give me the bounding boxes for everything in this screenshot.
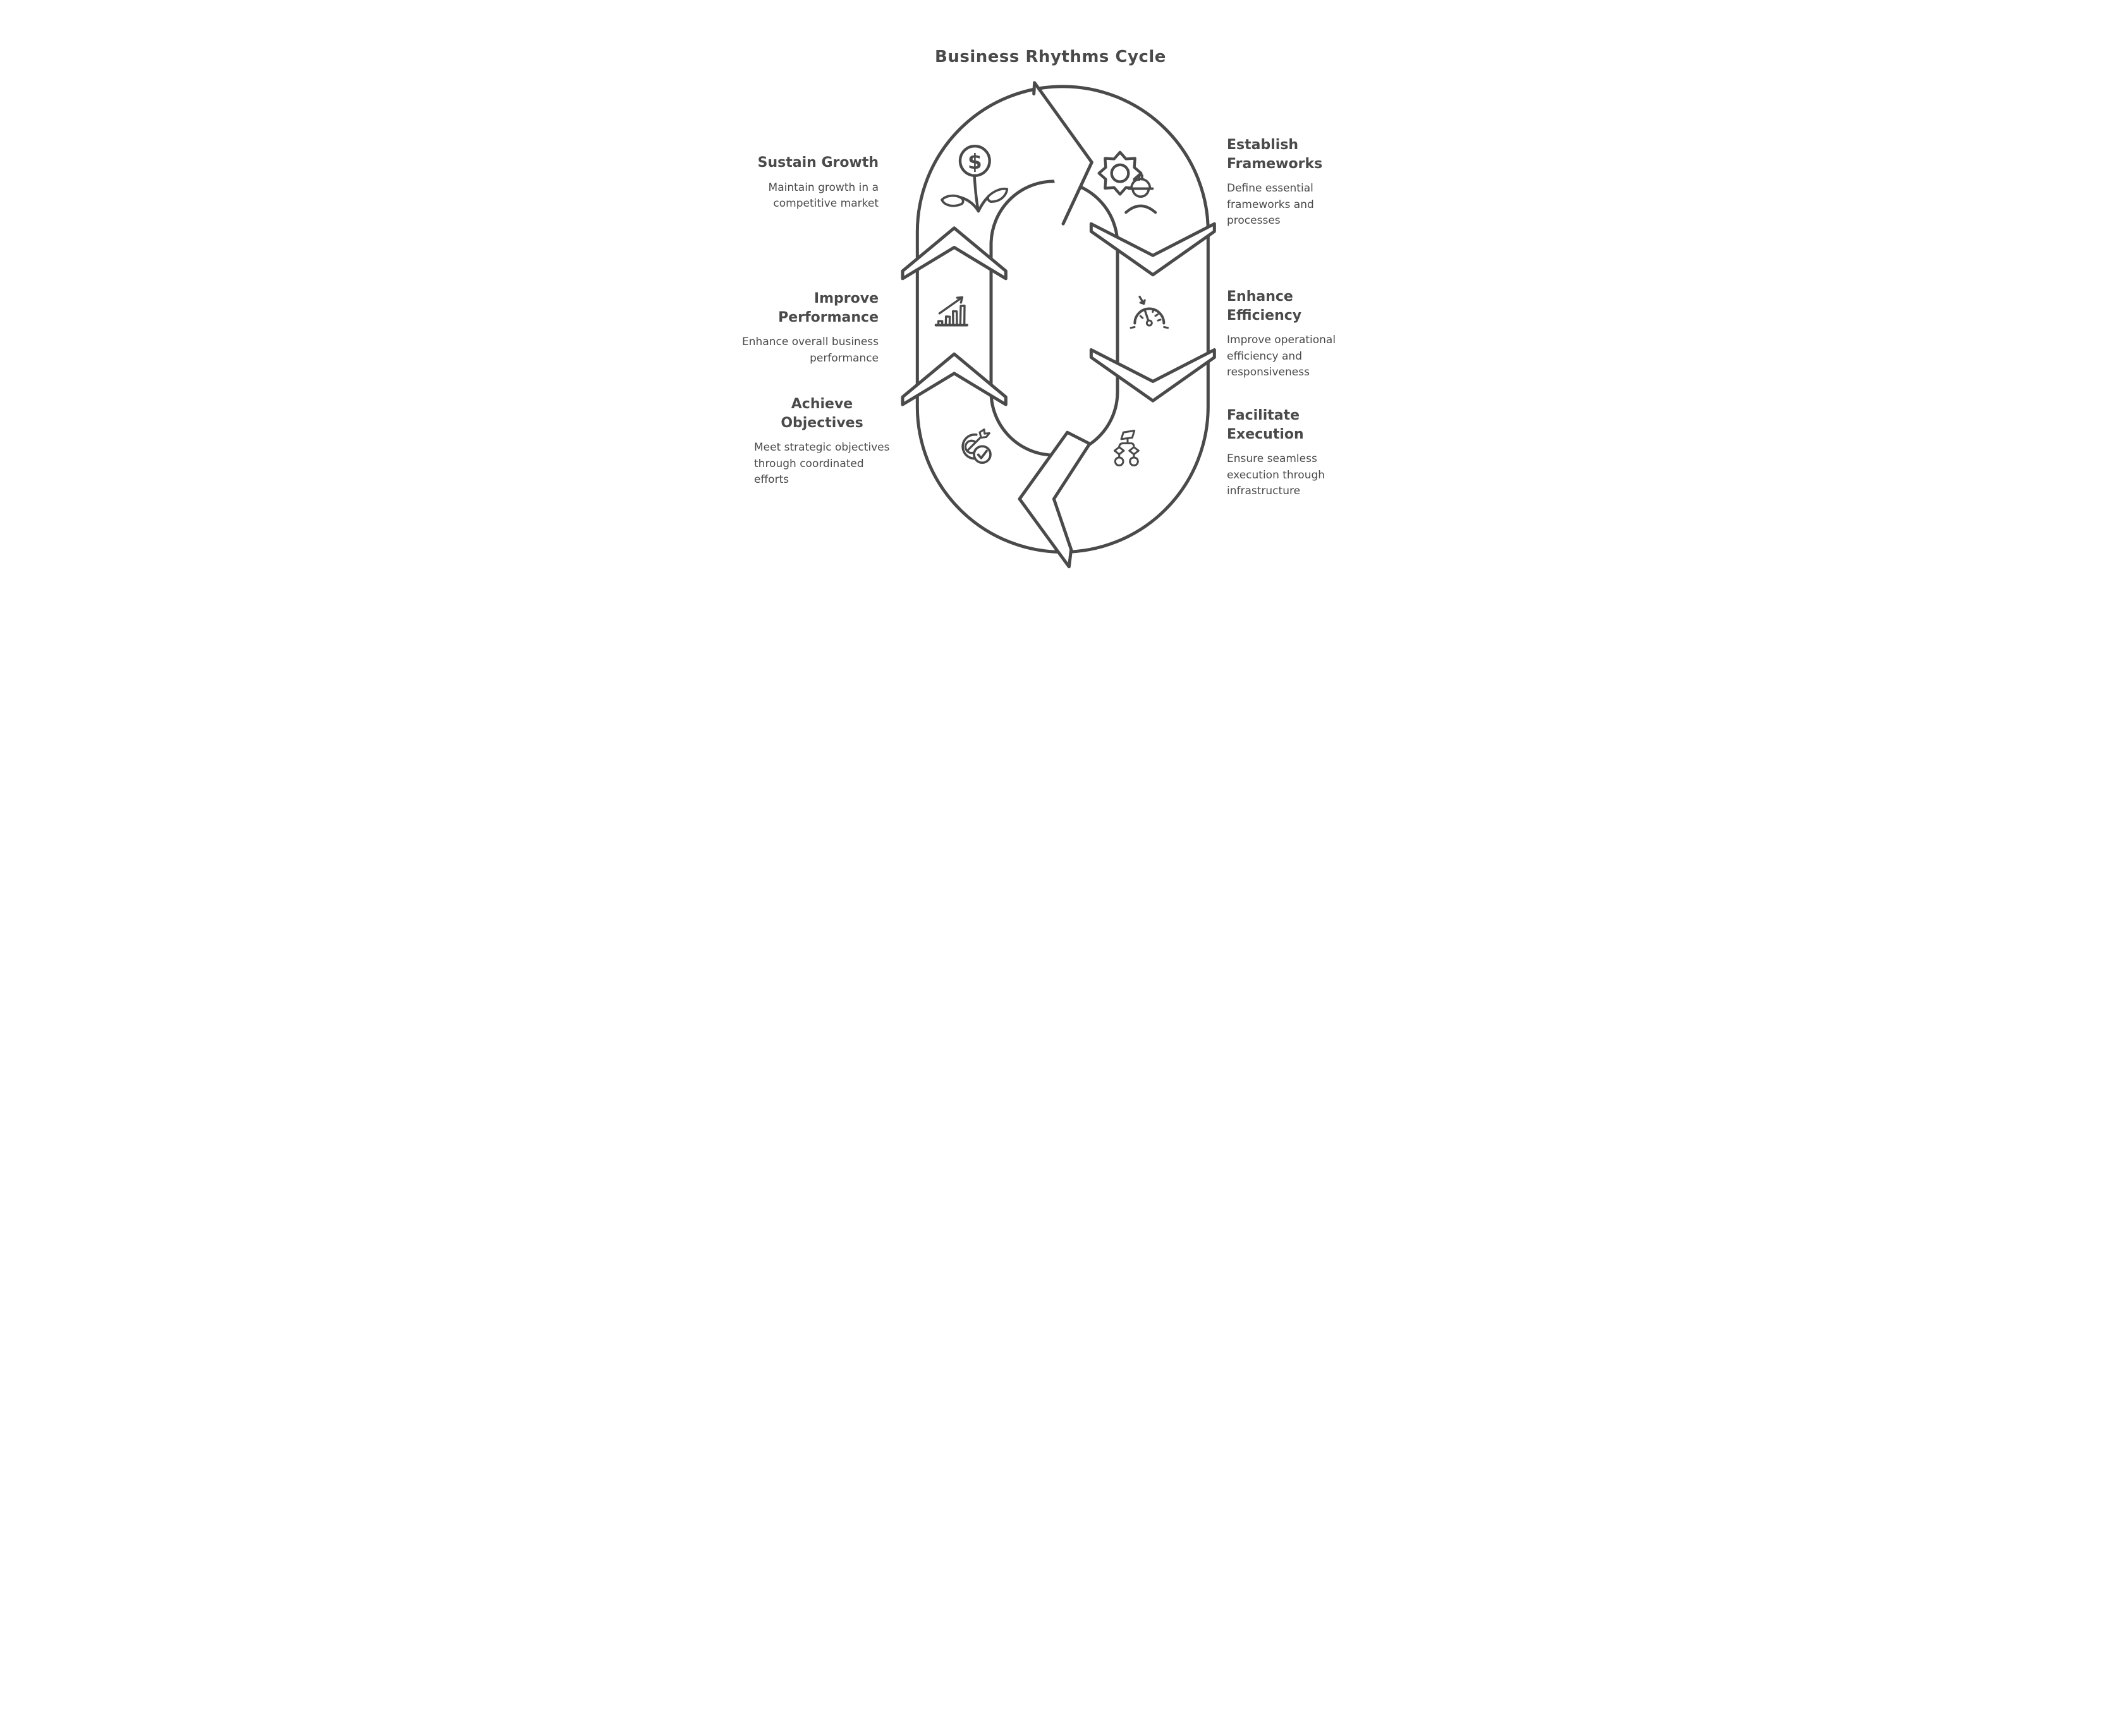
stage-sustain-growth: Sustain Growth Maintain growth in a comp…	[707, 154, 879, 212]
cycle-diagram: $	[901, 81, 1216, 569]
cycle-arrow-right-upper	[1089, 222, 1216, 277]
stage-description: Ensure seamless execution through infras…	[1227, 452, 1325, 498]
stage-description: Maintain growth in a competitive market	[768, 181, 879, 210]
stage-heading: Sustain Growth	[757, 155, 879, 171]
gauge-icon	[1130, 295, 1169, 329]
cycle-arrow-left-lower	[901, 352, 1008, 406]
stage-facilitate-execution: Facilitate Execution Ensure seamless exe…	[1227, 406, 1385, 500]
stage-enhance-efficiency: Enhance Efficiency Improve operational e…	[1227, 288, 1385, 381]
stage-heading: Enhance Efficiency	[1227, 289, 1302, 324]
flowchart-icon	[1113, 429, 1140, 466]
cycle-arrow-top	[1032, 81, 1093, 226]
stage-improve-performance: Improve Performance Enhance overall busi…	[707, 289, 879, 367]
infographic-canvas: Business Rhythms Cycle	[700, 0, 1401, 579]
stage-heading: Establish Frameworks	[1227, 137, 1323, 172]
cycle-arrow-right-lower	[1089, 348, 1216, 403]
stage-description: Meet strategic objectives through coordi…	[754, 441, 890, 487]
growth-chart-icon	[934, 296, 968, 327]
stage-establish-frameworks: Establish Frameworks Define essential fr…	[1227, 136, 1385, 229]
money-growth-icon: $	[941, 144, 1009, 213]
cycle-arrow-bottom	[1018, 430, 1092, 569]
svg-text:$: $	[968, 150, 982, 174]
gear-engineer-icon	[1097, 150, 1157, 214]
stage-heading: Facilitate Execution	[1227, 408, 1304, 442]
stage-description: Improve operational efficiency and respo…	[1227, 334, 1336, 379]
stage-heading: Achieve Objectives	[781, 396, 863, 431]
stage-description: Enhance overall business performance	[742, 336, 879, 365]
stage-description: Define essential frameworks and processe…	[1227, 182, 1314, 228]
stage-achieve-objectives: Achieve Objectives Meet strategic object…	[754, 395, 890, 489]
page-title: Business Rhythms Cycle	[935, 47, 1166, 66]
target-check-icon	[961, 428, 992, 464]
cycle-arrow-left-upper	[901, 226, 1008, 281]
stage-heading: Improve Performance	[778, 291, 879, 325]
cycle-ring	[915, 85, 1210, 554]
